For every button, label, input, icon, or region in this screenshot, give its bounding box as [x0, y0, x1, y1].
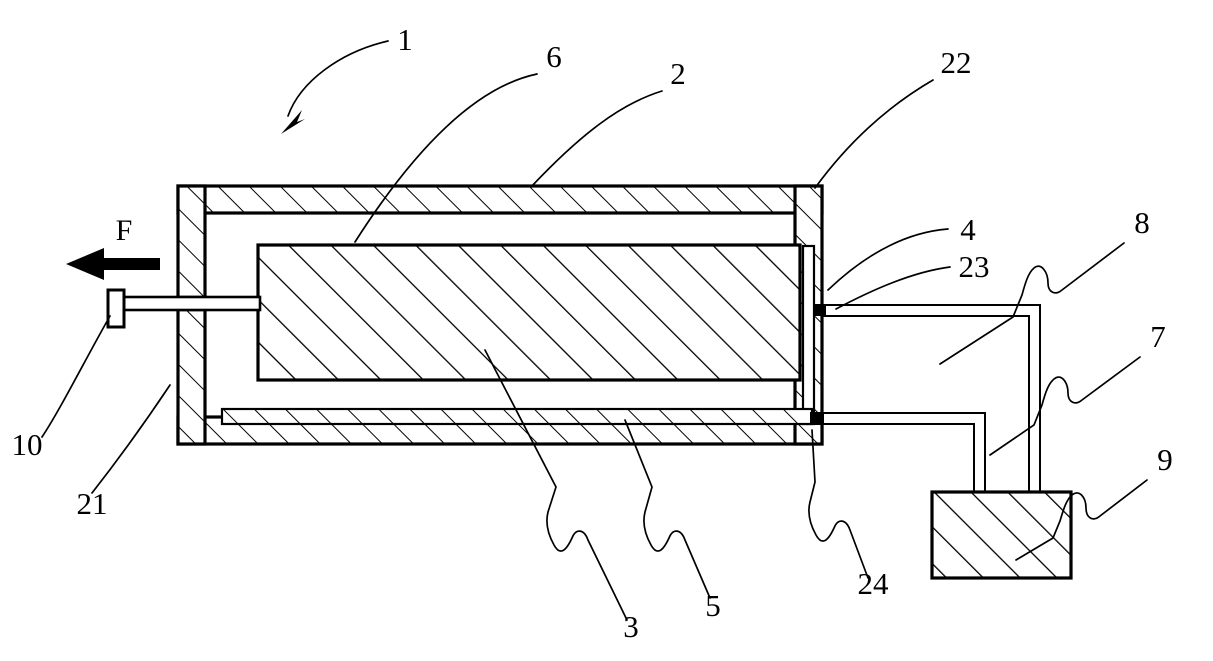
piston-rod-assembly — [106, 288, 262, 329]
lead-line-2 — [530, 90, 663, 188]
casing-left-end-wall — [176, 184, 207, 446]
force-label: F — [116, 214, 133, 247]
lead-line-5 — [624, 419, 711, 599]
lower-conduit — [812, 412, 986, 494]
rod-end-cap — [106, 288, 126, 329]
port-connections — [810, 304, 826, 424]
lead-line-9 — [1015, 479, 1148, 561]
lead-line-6 — [354, 73, 538, 243]
piston-body — [256, 243, 802, 382]
lead-line-10 — [41, 315, 111, 438]
casing-top-wall — [176, 184, 824, 215]
ref-label-1: 1 — [397, 22, 413, 57]
lead-lines — [41, 40, 1148, 621]
ref-label-3: 3 — [623, 609, 639, 644]
reference-numerals: 1 6 2 22 4 8 23 7 9 10 21 3 5 24 — [12, 22, 1173, 644]
ref-label-10: 10 — [12, 427, 43, 462]
lead-line-4 — [827, 228, 949, 291]
ref-label-2: 2 — [670, 56, 686, 91]
ref-label-9: 9 — [1157, 442, 1173, 477]
lower-liner-strip — [220, 407, 814, 426]
inner-chamber-outline — [203, 211, 797, 419]
ref-label-4: 4 — [960, 212, 976, 247]
ref-label-23: 23 — [959, 249, 990, 284]
ref-label-6: 6 — [546, 39, 562, 74]
ref-label-7: 7 — [1150, 319, 1166, 354]
lead-line-1 — [287, 40, 389, 117]
ref-label-22: 22 — [941, 45, 972, 80]
ref-label-8: 8 — [1134, 205, 1150, 240]
reservoir-block — [930, 490, 1073, 580]
lead-line-3 — [484, 349, 628, 621]
lead-arrowhead-1 — [281, 110, 305, 134]
lead-line-8 — [939, 242, 1125, 365]
lead-line-21 — [91, 384, 171, 494]
ref-label-5: 5 — [705, 588, 721, 623]
ref-label-24: 24 — [858, 566, 890, 601]
upper-conduit — [822, 304, 1041, 494]
ref-label-21: 21 — [77, 486, 108, 521]
lead-line-24 — [808, 429, 869, 579]
lead-line-22 — [814, 79, 934, 189]
force-arrow — [66, 248, 160, 280]
lead-line-7 — [989, 356, 1141, 456]
lead-line-23 — [835, 266, 951, 310]
